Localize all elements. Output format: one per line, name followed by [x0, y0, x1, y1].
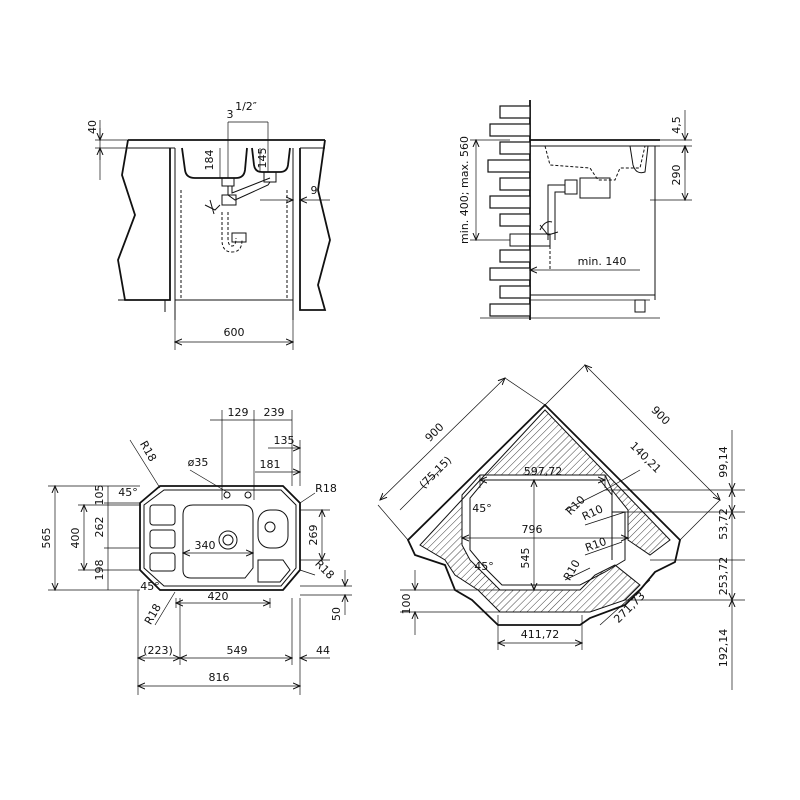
dim-side-left: 900 [423, 421, 447, 445]
dim-tap-hole: ø35 [188, 456, 209, 469]
dim-50: 50 [330, 607, 343, 621]
dim-223: (223) [143, 644, 173, 657]
plan-view: 129 239 135 181 ø35 R18 45° R18 R18 45° … [40, 406, 352, 695]
dim-400: 400 [69, 528, 82, 549]
side-view: min. 400; max. 560 min. 140 4,5 290 [458, 100, 692, 320]
dim-565: 565 [40, 528, 53, 549]
front-view: 40 3 1/2″ 184 145 9 600 [86, 100, 331, 350]
dim-105: 105 [93, 485, 106, 506]
dim-239: 239 [264, 406, 285, 419]
dim-top-thickness: 40 [86, 120, 99, 134]
dim-5372: 53,72 [717, 508, 730, 540]
dim-angle-a: 45° [472, 502, 492, 515]
dim-129: 129 [228, 406, 249, 419]
dim-angle-b: 45° [474, 560, 494, 573]
dim-19214: 192,14 [717, 629, 730, 668]
dim-9914: 99,14 [717, 446, 730, 478]
corner-plan-view: 900 900 (75,15) 597,72 140,21 45° 45° R1… [377, 365, 745, 690]
dim-radius-tl: R18 [137, 439, 159, 464]
dim-angle-bottom: 45° [140, 580, 160, 593]
dim-angle-top: 45° [118, 486, 138, 499]
dim-cabinet-width: 600 [224, 326, 245, 339]
dim-bowl-depth-left: 184 [203, 150, 216, 171]
dim-bowl-depth-right: 145 [256, 148, 269, 169]
dim-44: 44 [316, 644, 330, 657]
dim-waste-size: 3 [227, 108, 234, 121]
dim-269: 269 [307, 525, 320, 546]
dim-14021: 140,21 [627, 439, 663, 475]
dim-radius-bl: R18 [142, 602, 164, 627]
dim-549: 549 [227, 644, 248, 657]
dim-420: 420 [208, 590, 229, 603]
dim-waste-fraction: 1/2″ [235, 100, 257, 113]
dim-wall-gap: 9 [311, 184, 318, 197]
dim-radius-r: R18 [315, 482, 337, 495]
brick-wall [487, 100, 531, 320]
dim-100: 100 [400, 594, 413, 615]
dim-545: 545 [519, 548, 532, 569]
dim-796: 796 [522, 523, 543, 536]
dim-25372: 253,72 [717, 557, 730, 596]
dim-262: 262 [93, 517, 106, 538]
dim-59772: 597,72 [524, 465, 563, 478]
dim-198: 198 [93, 560, 106, 581]
dim-340: 340 [195, 539, 216, 552]
dim-r10-d: R10 [561, 558, 583, 583]
dim-181: 181 [260, 458, 281, 471]
dim-41172: 411,72 [521, 628, 560, 641]
dim-7515: (75,15) [417, 454, 455, 492]
dim-height-range: min. 400; max. 560 [458, 136, 471, 244]
dim-rim: 4,5 [670, 116, 683, 134]
dim-side-right: 900 [648, 404, 672, 428]
dim-depth: 290 [670, 165, 683, 186]
dim-816: 816 [209, 671, 230, 684]
dim-min-distance: min. 140 [578, 255, 627, 268]
dim-radius-r2: R18 [312, 557, 336, 581]
dim-135: 135 [274, 434, 295, 447]
